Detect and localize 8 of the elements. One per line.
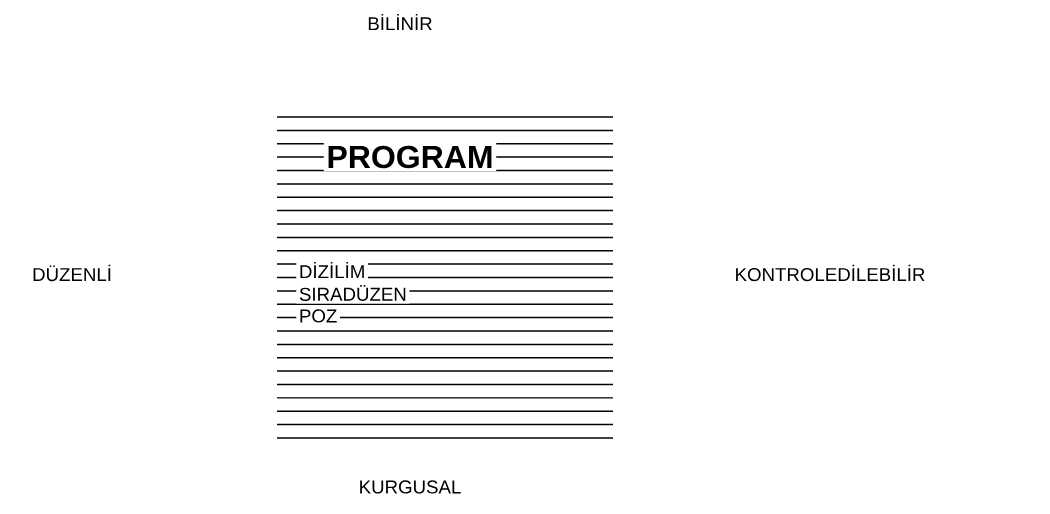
label: BİLİNİR [368,13,432,31]
list-item: DİZİLİM [296,259,368,281]
list-item: POZ [296,306,340,326]
list-item: SIRADÜZEN [296,282,410,304]
heading: PROGRAM [323,143,497,171]
label: KONTROLEDİLEBİLİR [736,264,925,282]
label: DÜZENLİ [33,264,111,282]
label: KURGUSAL [360,480,461,494]
